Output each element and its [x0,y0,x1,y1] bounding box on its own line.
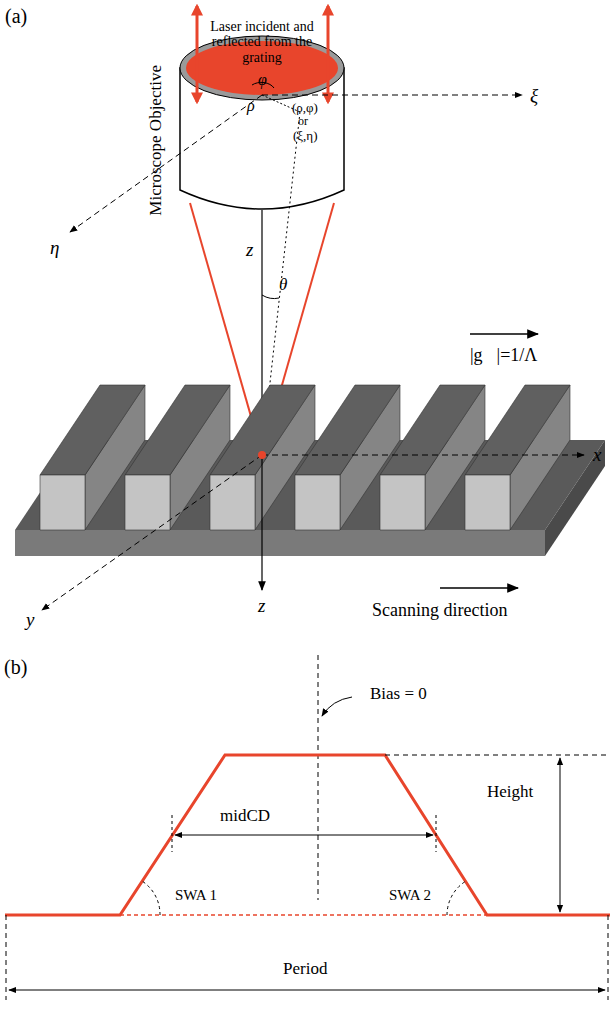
figure-label: (a) [5,5,27,27]
figure-label: z [258,596,265,617]
figure-label: SWA 2 [389,887,431,904]
bias-arrow [322,697,352,716]
grating-line [40,475,85,530]
scan-arrow [440,587,518,589]
figure-label: η [50,238,59,259]
midcd-tick [172,815,173,852]
focal-spot [258,451,266,459]
grating-line [380,475,425,530]
theta-arc [262,295,279,299]
figure-label: Laser incident and reflected from the gr… [206,19,318,65]
figure-label: |g⃗|=1/Λ [470,346,537,366]
figure-label: z [246,240,253,261]
figure-label: x [593,445,601,466]
midcd-arrow [175,835,433,836]
figure-label: midCD [220,807,270,826]
figure-label: ρ [247,97,255,115]
height-guide [385,755,608,756]
grating-line [210,475,255,530]
figure-label: Period [283,960,327,979]
grating-vector-arrow [470,333,538,335]
y-axis [42,455,262,610]
grating-line [125,475,170,530]
figure-label: Bias = 0 [370,685,427,704]
period-guide [6,915,7,1000]
xi-axis [262,95,522,96]
figure-label: ξ [530,86,538,107]
figure-label: or [298,115,308,128]
midcd-tick [436,815,437,852]
base-line [120,914,487,916]
grating-line [465,475,510,530]
laser-beam [196,6,199,102]
figure-label: Microscope Objective [147,65,166,216]
figure-label: θ [279,276,287,295]
period-arrow [9,990,605,991]
figure-label: y [26,610,34,631]
period-guide [608,915,609,1000]
trapezoid-profile [5,755,610,915]
eta-axis [70,95,262,232]
figure-label: φ [258,71,267,89]
figure-label: (ξ,η) [293,129,318,143]
figure-label: Scanning direction [372,601,507,621]
laser-beam [327,6,330,102]
swa-arc [447,881,466,915]
figure-label: Height [487,783,533,802]
figure-label: (ρ,φ) [292,101,318,115]
swa-arc [142,881,160,915]
x-axis [262,455,584,456]
grating-line [40,385,145,475]
height-arrow [560,758,561,912]
figure-label: (b) [4,656,27,678]
grating-line [295,475,340,530]
z-axis [261,455,262,590]
center-line [318,655,319,900]
figure-label: SWA 1 [175,887,217,904]
grating-lines [40,385,570,530]
